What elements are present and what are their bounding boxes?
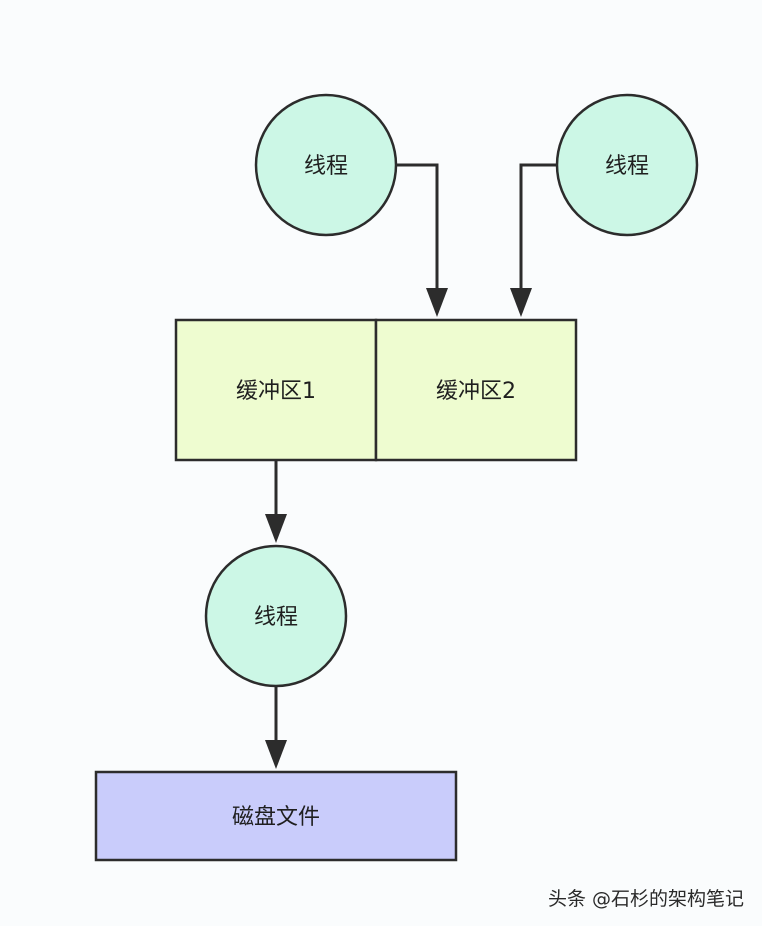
thread-circle [254,93,398,237]
arrowhead-thread-bottom [265,740,287,769]
buffer-2-label: 缓冲区2 [436,379,516,404]
arrowhead-thread-top-right [510,288,532,317]
buffer-1-box [174,318,378,462]
arrow-thread-top-right-to-buffer-2 [519,163,557,300]
buffer-2-box [374,318,578,462]
disk-file-box [94,770,458,862]
thread-node-top-right: 线程 [555,93,699,237]
thread-label: 线程 [605,154,649,179]
arrowhead-thread-top-left [426,288,448,317]
arrow-thread-top-left-to-buffer-2 [396,163,439,300]
thread-node-bottom: 线程 [204,544,348,688]
thread-circle [555,93,699,237]
arrowhead-buffer-1 [265,514,287,543]
buffer-1-node: 缓冲区1 [174,318,378,462]
thread-circle [204,544,348,688]
disk-file-label: 磁盘文件 [232,805,320,830]
watermark-text: 头条 @石杉的架构笔记 [548,888,744,910]
thread-label: 线程 [304,154,348,179]
thread-label: 线程 [254,605,298,630]
buffer-1-label: 缓冲区1 [236,379,316,404]
buffer-2-node: 缓冲区2 [374,318,578,462]
thread-node-top-left: 线程 [254,93,398,237]
disk-file-node: 磁盘文件 [94,770,458,862]
